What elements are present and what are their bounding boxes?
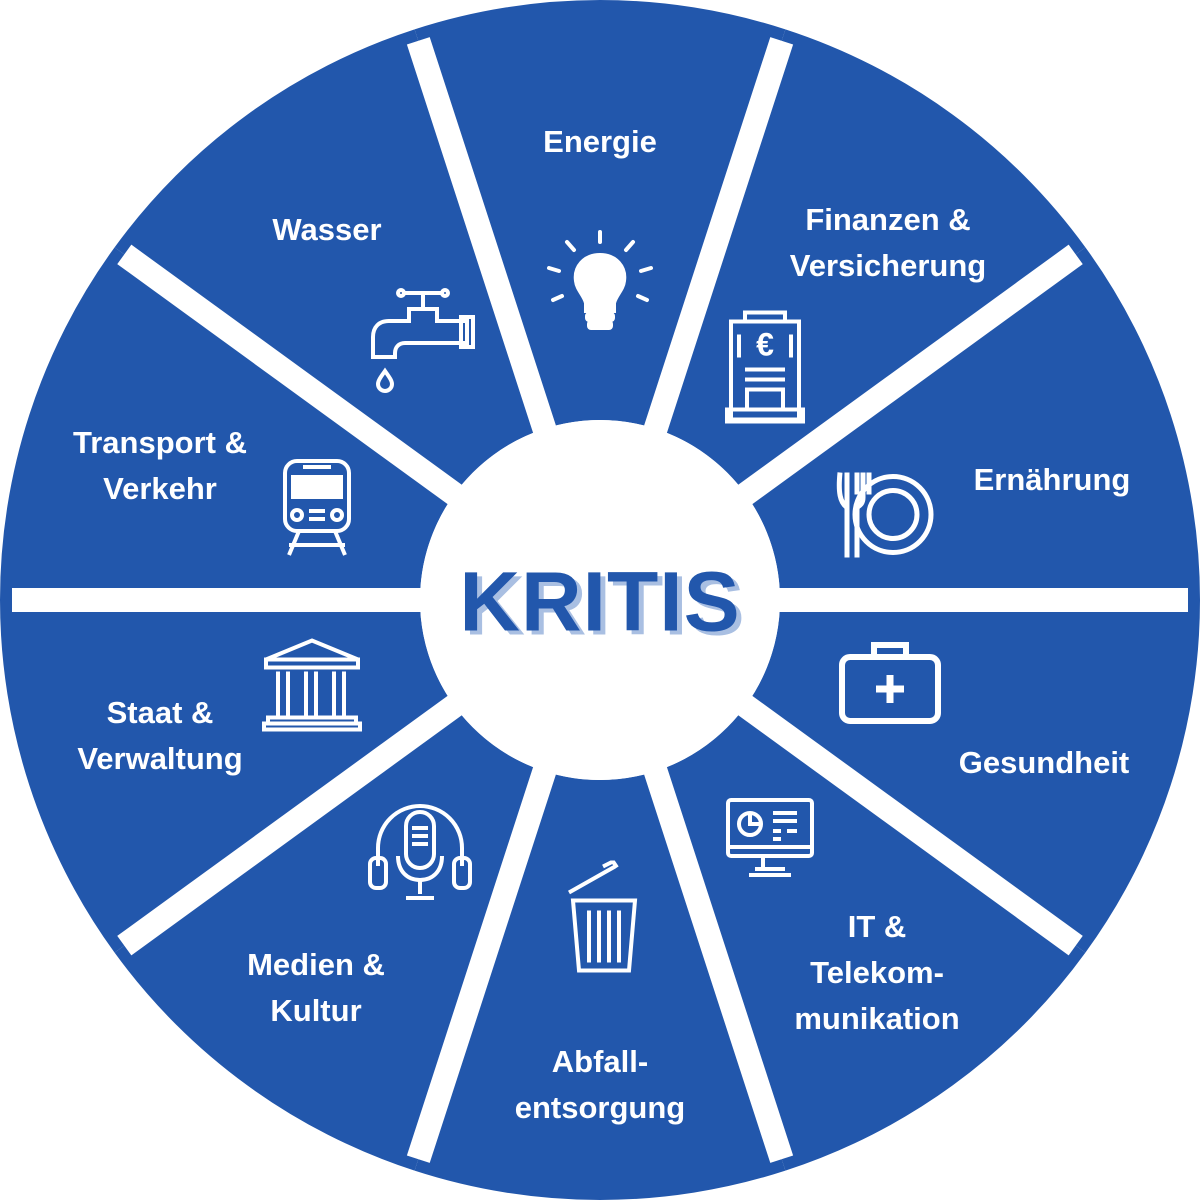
segment-label-ernaehrung: Ernährung: [973, 462, 1131, 497]
segment-label-finanzen: Finanzen &Versicherung: [789, 202, 987, 283]
segment-label-transport: Transport &Verkehr: [73, 425, 247, 506]
trash-can-icon: [563, 860, 643, 976]
segment-gesundheit: [745, 600, 1200, 953]
water-tap-icon: [367, 287, 477, 397]
government-building-icon: [262, 638, 362, 733]
segment-staat: [0, 600, 455, 953]
segment-label-medien: Medien &Kultur: [247, 947, 385, 1028]
plate-cutlery-icon: [835, 468, 935, 563]
segment-abfall: [414, 771, 786, 1200]
segment-label-staat: Staat &Verwaltung: [77, 695, 243, 776]
bank-euro-icon: €: [725, 310, 805, 425]
center-circle: [420, 420, 780, 780]
microphone-headphones-icon: [368, 798, 472, 902]
medical-kit-icon: [838, 637, 942, 727]
segment-label-it: IT &Telekom-munikation: [794, 909, 960, 1036]
svg-text:€: €: [756, 327, 774, 363]
segment-label-wasser: Wasser: [272, 212, 382, 247]
segment-energie: [414, 0, 786, 429]
segment-it: [655, 705, 1086, 1171]
segment-label-gesundheit: Gesundheit: [958, 745, 1130, 780]
segment-label-energie: Energie: [543, 124, 657, 159]
segment-medien: [114, 705, 545, 1171]
center-title: KRITIS: [459, 554, 741, 649]
segment-wasser: [114, 29, 545, 495]
monitor-dashboard-icon: [725, 797, 815, 879]
train-icon: [281, 457, 353, 557]
segment-label-abfall: Abfall-entsorgung: [514, 1044, 686, 1125]
lightbulb-icon: [545, 230, 655, 340]
